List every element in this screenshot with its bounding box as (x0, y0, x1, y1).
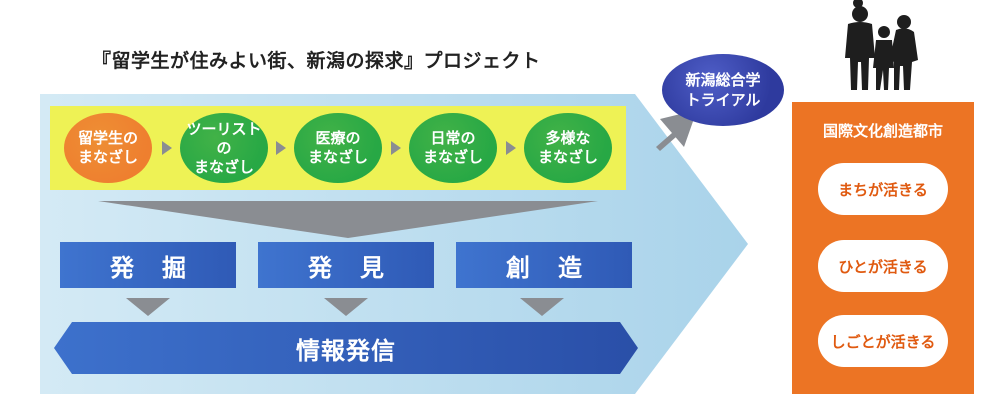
down-triangle-icon (126, 298, 170, 316)
stage-label: 留学生の まなざし (77, 129, 138, 166)
stage-diverse: 多様な まなざし (524, 113, 612, 183)
family-silhouette-icon (845, 0, 918, 90)
stage-international-students: 留学生の まなざし (64, 113, 152, 183)
process-discovery: 発見 (258, 242, 434, 288)
city-item-label: ひとが活きる (838, 257, 928, 276)
output-banner-label: 情報発信 (296, 336, 396, 365)
chevron-right-icon (276, 141, 286, 155)
city-item-label: まちが活きる (838, 180, 928, 199)
city-title: 国際文化創造都市 (822, 122, 943, 140)
chevron-right-icon (162, 141, 172, 155)
stage-daily-life: 日常の まなざし (409, 113, 497, 183)
stage-label: ツーリストの まなざし (186, 119, 262, 176)
stage-label: 医療の まなざし (307, 129, 368, 166)
stage-label: 日常の まなざし (422, 129, 483, 166)
chevron-right-icon (391, 141, 401, 155)
funnel-triangle (98, 201, 598, 238)
city-item-town: まちが活きる (818, 163, 948, 215)
process-creation: 創造 (456, 242, 632, 288)
city-item-work: しごとが活きる (818, 315, 948, 367)
output-banner-shape (54, 322, 638, 374)
stage-tourists: ツーリストの まなざし (180, 113, 268, 183)
process-label: 発掘 (110, 253, 214, 282)
page-title: 『留学生が住みよい街、新潟の探求』プロジェクト (92, 50, 541, 72)
city-item-label: しごとが活きる (830, 332, 936, 351)
stage-medical: 医療の まなざし (294, 113, 382, 183)
process-discovery-excavation: 発掘 (60, 242, 236, 288)
trial-bubble: 新潟総合学 トライアル (662, 54, 784, 126)
process-label: 発見 (308, 253, 412, 282)
down-triangle-icon (520, 298, 564, 316)
process-label: 創造 (506, 253, 610, 282)
stage-label: 多様な まなざし (537, 129, 598, 166)
chevron-right-icon (506, 141, 516, 155)
city-item-people: ひとが活きる (818, 240, 948, 292)
down-triangle-icon (324, 298, 368, 316)
trial-label: 新潟総合学 トライアル (685, 71, 761, 109)
